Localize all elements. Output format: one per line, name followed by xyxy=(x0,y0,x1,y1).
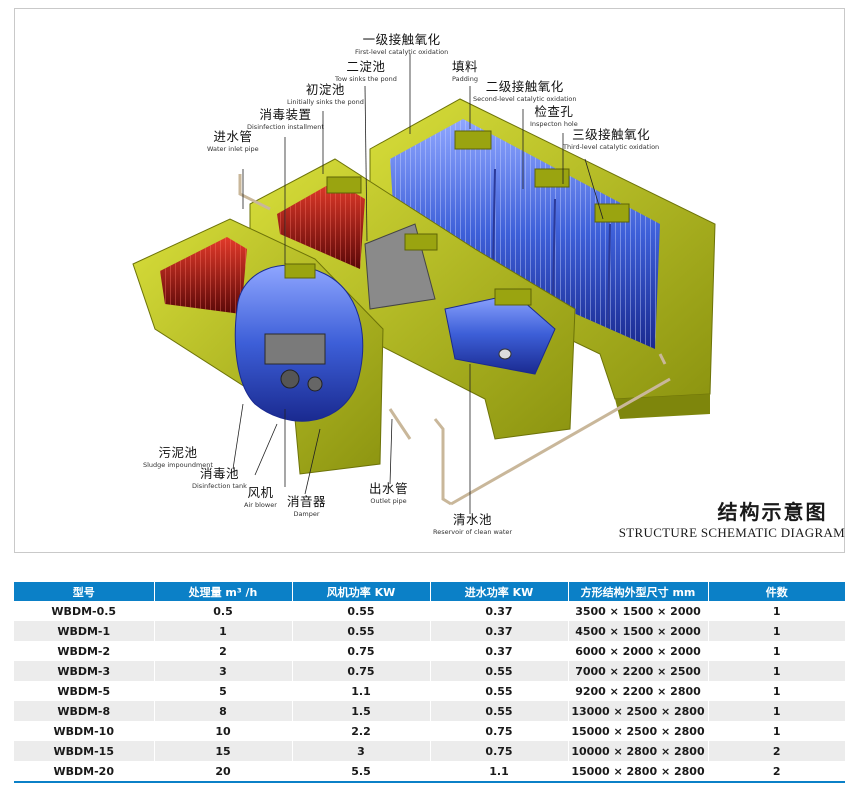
table-cell: 1 xyxy=(708,721,845,741)
column-header: 型号 xyxy=(14,582,155,601)
table-cell: 0.75 xyxy=(292,641,431,661)
table-cell: 1 xyxy=(708,621,845,641)
table-cell: 7000 × 2200 × 2500 xyxy=(568,661,709,681)
table-cell: 2 xyxy=(154,641,293,661)
table-cell: 0.37 xyxy=(430,621,569,641)
table-cell: 0.37 xyxy=(430,601,569,621)
leader-lines xyxy=(232,54,604,514)
table-cell: 15 xyxy=(154,741,293,761)
table-cell: WBDM-3 xyxy=(14,661,155,681)
table-cell: 3 xyxy=(154,661,293,681)
table-cell: 8 xyxy=(154,701,293,721)
table-cell: WBDM-15 xyxy=(14,741,155,761)
table-cell: 1 xyxy=(708,681,845,701)
table-cell: 0.55 xyxy=(292,621,431,641)
table-cell: 0.37 xyxy=(430,641,569,661)
table-cell: WBDM-2 xyxy=(14,641,155,661)
front-tank xyxy=(132,218,384,475)
table-cell: 3500 × 1500 × 2000 xyxy=(568,601,709,621)
table-cell: 0.75 xyxy=(292,661,431,681)
column-header: 进水功率 KW xyxy=(430,582,569,601)
table-cell: 1 xyxy=(708,641,845,661)
table-cell: 0.5 xyxy=(154,601,293,621)
table-cell: WBDM-8 xyxy=(14,701,155,721)
table-cell: 1.1 xyxy=(292,681,431,701)
table-cell: WBDM-20 xyxy=(14,761,155,783)
table-cell: 0.55 xyxy=(430,701,569,721)
table-cell: 13000 × 2500 × 2800 xyxy=(568,701,709,721)
table-cell: 10000 × 2800 × 2800 xyxy=(568,741,709,761)
table-cell: 2 xyxy=(708,741,845,761)
table-cell: WBDM-1 xyxy=(14,621,155,641)
table-cell: 1 xyxy=(708,661,845,681)
oxidation-tank xyxy=(369,98,716,419)
table-cell: 0.55 xyxy=(292,601,431,621)
table-cell: 15000 × 2500 × 2800 xyxy=(568,721,709,741)
diagram-title: 结构示意图 xyxy=(717,500,828,524)
schematic-illustration xyxy=(132,54,716,514)
table-cell: 1.1 xyxy=(430,761,569,783)
sedimentation-tank xyxy=(249,158,576,440)
table-cell: WBDM-0.5 xyxy=(14,601,155,621)
column-header: 方形结构外型尺寸 mm xyxy=(568,582,709,601)
column-header: 件数 xyxy=(708,582,845,601)
table-cell: 0.55 xyxy=(430,661,569,681)
table-cell: 2 xyxy=(708,761,845,783)
table-cell: 1 xyxy=(708,701,845,721)
table-cell: 5 xyxy=(154,681,293,701)
table-cell: 4500 × 1500 × 2000 xyxy=(568,621,709,641)
table-cell: 1.5 xyxy=(292,701,431,721)
table-cell: 0.55 xyxy=(430,681,569,701)
table-cell: 1 xyxy=(708,601,845,621)
table-cell: 15000 × 2800 × 2800 xyxy=(568,761,709,783)
table-cell: 9200 × 2200 × 2800 xyxy=(568,681,709,701)
table-cell: 0.75 xyxy=(430,721,569,741)
table-cell: 1 xyxy=(154,621,293,641)
table-cell: WBDM-5 xyxy=(14,681,155,701)
table-cell: 2.2 xyxy=(292,721,431,741)
table-cell: 5.5 xyxy=(292,761,431,783)
pipes xyxy=(238,174,671,506)
column-header: 风机功率 KW xyxy=(292,582,431,601)
column-header: 处理量 m³ /h xyxy=(154,582,293,601)
table-cell: 0.75 xyxy=(430,741,569,761)
table-cell: WBDM-10 xyxy=(14,721,155,741)
diagram-subtitle: STRUCTURE SCHEMATIC DIAGRAM xyxy=(618,525,845,540)
table-cell: 6000 × 2000 × 2000 xyxy=(568,641,709,661)
table-cell: 10 xyxy=(154,721,293,741)
table-cell: 20 xyxy=(154,761,293,783)
table-cell: 3 xyxy=(292,741,431,761)
